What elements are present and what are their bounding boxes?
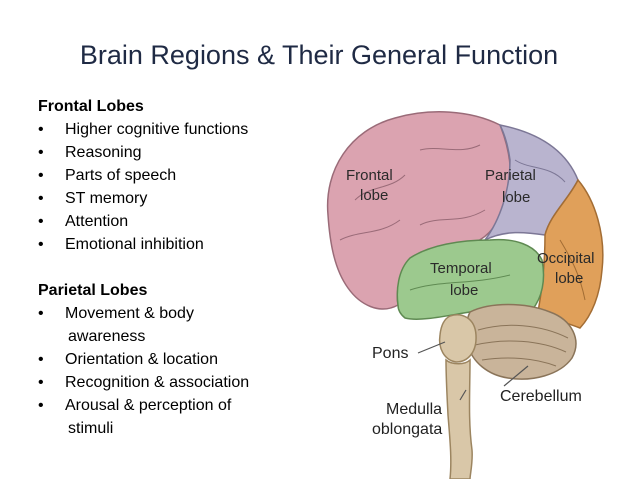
bullet-icon: •	[38, 190, 44, 207]
bullet-icon: •	[38, 397, 44, 414]
occipital-lobe-label: Occipital	[537, 250, 595, 267]
medulla-leader-line	[459, 389, 467, 401]
pons-leader-line	[417, 341, 446, 354]
bullet-icon: •	[38, 144, 44, 161]
brain-diagram: Frontal lobe Parietal lobe Occipital lob…	[310, 90, 638, 479]
list-item: •Higher cognitive functions	[38, 118, 328, 141]
gyrus-line	[409, 274, 511, 291]
brain-illustration: Frontal lobe Parietal lobe Occipital lob…	[326, 111, 604, 479]
bullet-icon: •	[38, 121, 44, 138]
gyrus-line	[419, 144, 481, 151]
temporal-lobe-region	[396, 238, 545, 320]
list-item: •Parts of speech	[38, 164, 328, 187]
parietal-heading: Parietal Lobes	[38, 282, 148, 299]
bullet-icon: •	[38, 167, 44, 184]
gyrus-line	[354, 174, 406, 201]
parietal-lobe-region	[484, 123, 579, 241]
cerebellum-fold	[477, 324, 569, 339]
medulla-label: oblongata	[372, 421, 442, 438]
gyrus-line	[514, 159, 566, 183]
list-item: •Emotional inhibition	[38, 233, 328, 256]
list-item: •Recognition & association	[38, 371, 328, 394]
cerebellum-fold	[481, 357, 557, 367]
gyrus-line	[419, 209, 486, 226]
occipital-lobe-label: lobe	[555, 270, 583, 287]
gyrus-line	[559, 239, 586, 301]
frontal-lobe-label: Frontal	[346, 167, 393, 184]
list-item: •Attention	[38, 210, 328, 233]
frontal-heading: Frontal Lobes	[38, 98, 144, 115]
list-item: •ST memory	[38, 187, 328, 210]
parietal-lobe-label: lobe	[502, 189, 530, 206]
bullet-icon: •	[38, 213, 44, 230]
bullet-icon: •	[38, 236, 44, 253]
cerebellum-leader-line	[503, 365, 529, 387]
section-gap	[38, 256, 328, 279]
cerebellum-label: Cerebellum	[500, 388, 582, 405]
frontal-lobe-region	[326, 111, 512, 310]
bullet-icon: •	[38, 374, 44, 391]
medulla-label: Medulla	[386, 401, 442, 418]
cerebellum-fold	[474, 340, 567, 353]
bullet-icon: •	[38, 305, 44, 322]
gyrus-line	[339, 219, 401, 241]
pons-label: Pons	[372, 345, 408, 362]
text-panel: Frontal Lobes •Higher cognitive function…	[38, 95, 328, 440]
temporal-lobe-label: lobe	[450, 282, 478, 299]
brainstem-region	[445, 358, 473, 479]
bullet-icon: •	[38, 351, 44, 368]
frontal-list: •Higher cognitive functions •Reasoning •…	[38, 118, 328, 256]
list-item: •Orientation & location	[38, 348, 328, 371]
parietal-lobe-label: Parietal	[485, 167, 536, 184]
pons-region	[438, 314, 477, 363]
list-item: •Reasoning	[38, 141, 328, 164]
temporal-lobe-label: Temporal	[430, 260, 492, 277]
slide-title: Brain Regions & Their General Function	[79, 40, 559, 70]
frontal-lobe-label: lobe	[360, 187, 388, 204]
